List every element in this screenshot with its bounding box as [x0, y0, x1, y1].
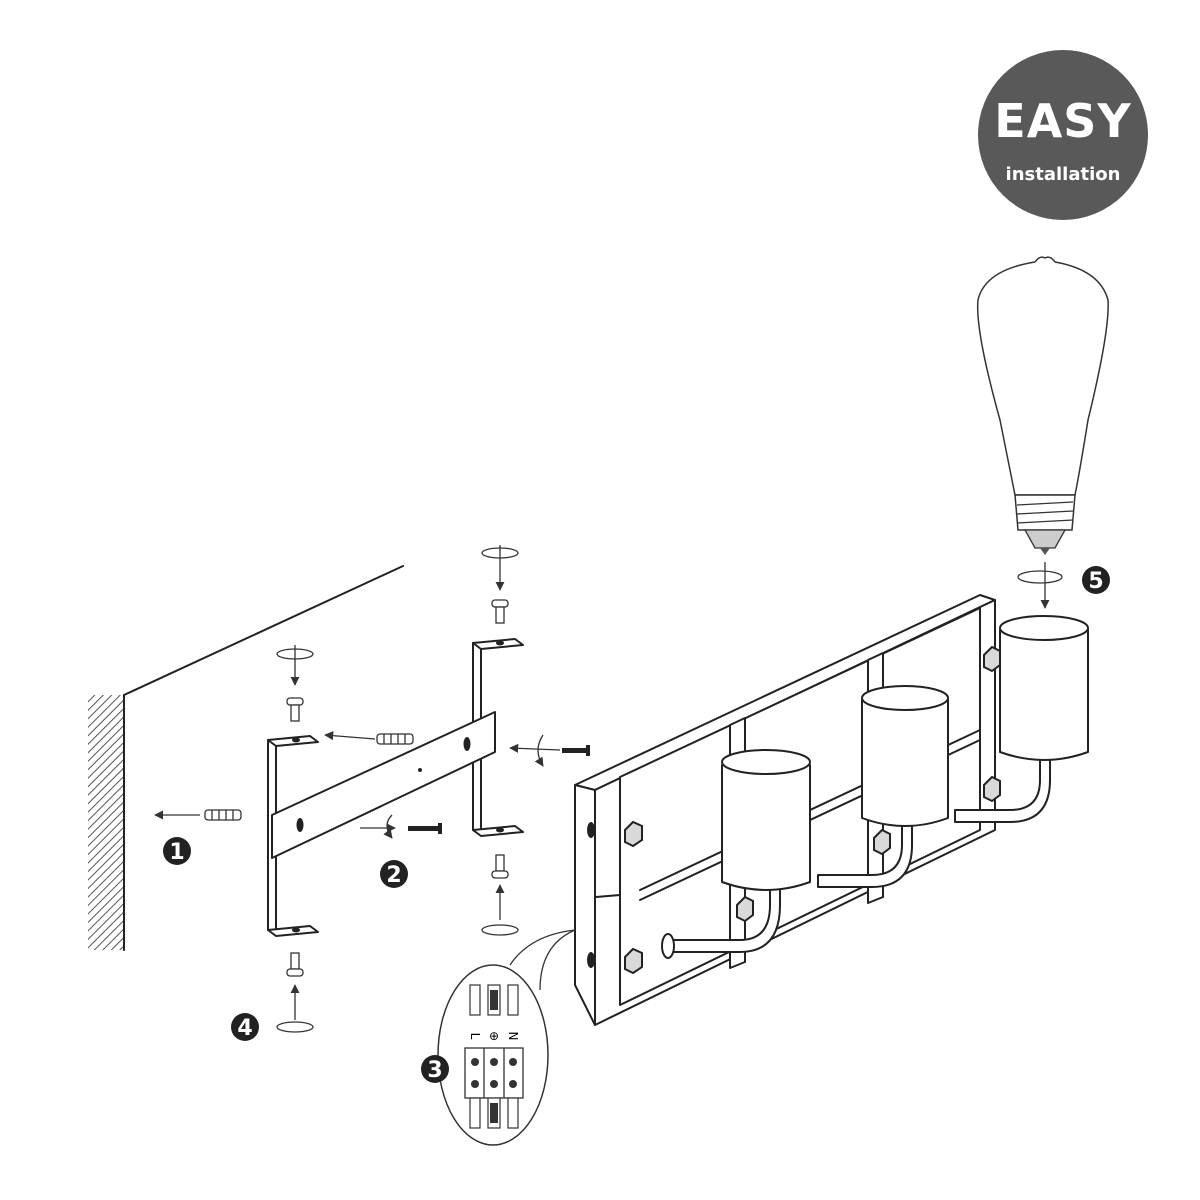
step-number-4: 4 [237, 1016, 252, 1041]
wire-label-earth: ⊕ [489, 1029, 499, 1043]
wall-top-edge [123, 565, 404, 696]
bolt-icon-3 [491, 854, 509, 879]
nut [983, 775, 1001, 803]
top-wires [469, 984, 519, 1016]
wiring-detail-callout: L ⊕ N [437, 929, 576, 1146]
nut [624, 947, 643, 975]
bulb-insert-arrow [1017, 562, 1063, 609]
nut [736, 895, 754, 923]
wall-hatch [88, 695, 124, 950]
bracket-wall-plug [324, 731, 414, 745]
lamp-holder-right [954, 615, 1089, 823]
easy-installation-badge: EASY installation [978, 50, 1148, 220]
badge-title: EASY [994, 94, 1131, 148]
screw-icon [408, 823, 442, 834]
step-marker-1: 1 [163, 837, 191, 865]
fixture-screw [509, 734, 590, 767]
bolt-icon [286, 697, 304, 722]
step-marker-4: 4 [231, 1013, 259, 1041]
screw-icon-2 [562, 745, 590, 756]
wall-plug-icon-2 [376, 733, 414, 745]
wall-plug-icon [204, 809, 242, 821]
wire-label-live: L [468, 1033, 482, 1040]
badge-circle [978, 50, 1148, 220]
step-number-1: 1 [169, 840, 184, 865]
wire-label-neutral: N [506, 1032, 520, 1041]
step-marker-3: 3 [421, 1055, 449, 1083]
bottom-right-screw [481, 854, 519, 936]
lamp-holder-left [661, 749, 811, 959]
terminal-block [464, 1047, 524, 1099]
wall [88, 565, 404, 951]
step-marker-2: 2 [380, 860, 408, 888]
step-marker-5: 5 [1082, 566, 1110, 594]
step-number-3: 3 [427, 1058, 442, 1083]
mounting-bracket [267, 638, 524, 937]
nut [873, 828, 891, 856]
nut [624, 820, 643, 848]
bolt-icon-4 [286, 952, 304, 977]
top-right-screw [481, 545, 519, 624]
step-number-5: 5 [1088, 569, 1103, 594]
bottom-wires [469, 1097, 519, 1129]
bottom-left-screw [276, 952, 314, 1033]
step-1-wall-plug [154, 809, 242, 821]
top-left-screw [276, 645, 314, 722]
badge-subtitle: installation [1006, 164, 1121, 185]
step-number-2: 2 [386, 863, 401, 888]
lamp-holder-middle [817, 685, 949, 888]
bolt-icon-2 [491, 599, 509, 624]
edison-bulb [976, 256, 1109, 555]
bracket-screw-step-2 [360, 814, 442, 839]
